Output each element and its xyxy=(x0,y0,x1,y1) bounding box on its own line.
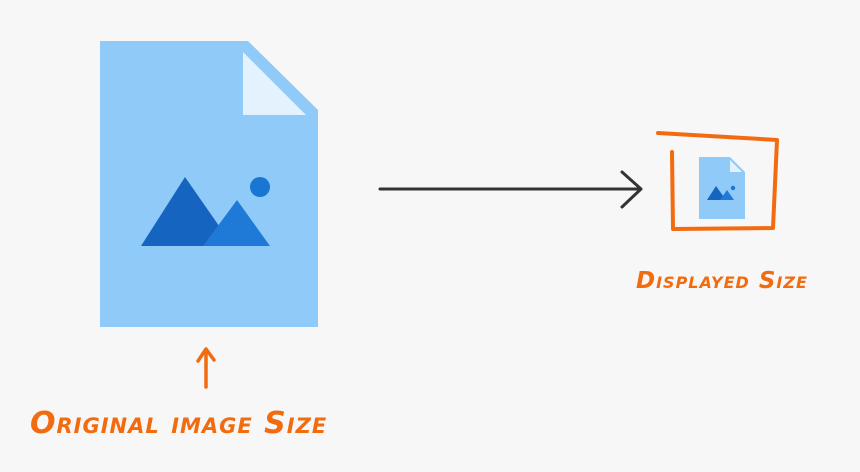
small-mountain-front xyxy=(720,190,734,200)
file-fold xyxy=(243,52,306,115)
small-file-body xyxy=(699,157,745,219)
arrow-right-icon xyxy=(378,170,643,209)
displayed-size-frame xyxy=(656,131,779,231)
mountain-back xyxy=(141,177,233,246)
file-body xyxy=(100,41,318,327)
small-file-fold xyxy=(730,160,742,172)
small-sun-circle xyxy=(730,185,736,191)
arrow-up-icon xyxy=(196,347,216,389)
original-image-file-icon xyxy=(100,41,318,327)
original-image-size-label: Original image Size xyxy=(30,406,328,441)
mountain-front xyxy=(203,200,270,246)
displayed-image-file-icon xyxy=(699,157,745,219)
small-mountain-back xyxy=(707,186,726,200)
sun-circle xyxy=(250,177,270,197)
displayed-size-label: Displayed Size xyxy=(636,268,808,294)
